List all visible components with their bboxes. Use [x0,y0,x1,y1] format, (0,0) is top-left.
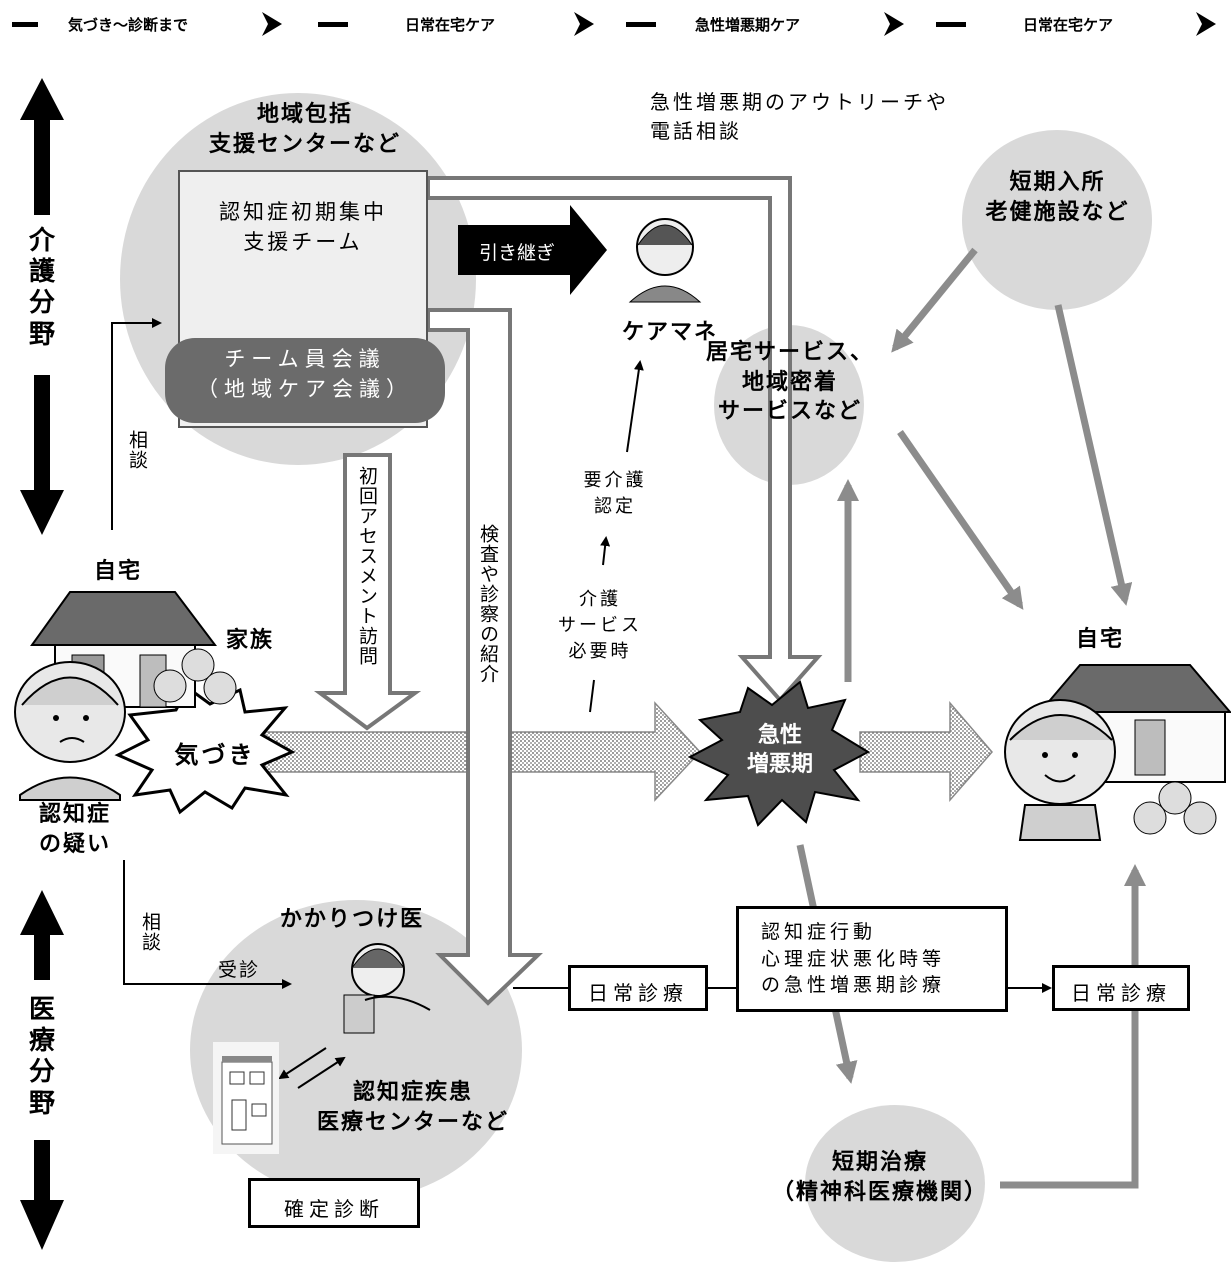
hospital-building [213,1042,279,1154]
dementia-center-label: 認知症疾患 医療センターなど [298,1078,528,1137]
home-left-label: 自宅 [78,557,158,587]
awareness-label: 気づき [170,735,260,770]
elderly-left [15,662,125,800]
exam-referral-label: 検査や診察の紹介 [475,524,502,684]
short-stay-label: 短期入所 老健施設など [960,168,1155,227]
visit-label: 受診 [218,955,260,982]
team-meeting: チーム員会議 （地域ケア会議） [165,344,445,405]
diagnosis-box: 確定診断 [248,1178,420,1228]
routine2-box: 日常診療 [1052,965,1190,1011]
consult-bottom-label: 相談 [137,912,164,952]
axis-care: 介護分野 [28,226,56,351]
elderly-right [1005,700,1115,840]
doctor-figure [344,944,430,1033]
family-label: 家族 [210,626,290,656]
handover-label: 引き継ぎ [462,238,572,265]
suspect-label: 認知症 の疑い [20,800,130,859]
team-title: 認知症初期集中 支援チーム [178,197,428,258]
center-title: 地域包括 支援センターなど [170,100,440,159]
consult-top-label: 相談 [124,430,151,470]
outreach-label: 急性増悪期のアウトリーチや 電話相談 [650,88,990,146]
routine1-box: 日常診療 [568,965,708,1011]
phase-label-1: 日常在宅ケア [405,14,495,35]
care-need-label: 介護 サービス 必要時 [545,587,655,665]
acute-label: 急性 増悪期 [725,722,835,779]
care-manager-figure [630,219,700,302]
phase-label-2: 急性増悪期ケア [695,14,800,35]
axis-medical: 医療分野 [28,995,56,1120]
home-right-label: 自宅 [1060,625,1140,655]
short-treat-label: 短期治療 （精神科医療機関） [735,1148,1025,1207]
home-service-label: 居宅サービス、 地域密着 サービスなど [700,338,880,427]
care-cert-label: 要介護 認定 [560,468,670,520]
acute-care-box: 認知症行動 心理症状悪化時等 の急性増悪期診療 [736,906,1008,1012]
first-visit-label: 初回アセスメント訪問 [354,466,381,666]
family-right [1134,782,1216,834]
phase-label-3: 日常在宅ケア [1023,14,1113,35]
phase-label-0: 気づき～診断まで [68,14,188,35]
gp-label: かかりつけ医 [262,905,442,935]
